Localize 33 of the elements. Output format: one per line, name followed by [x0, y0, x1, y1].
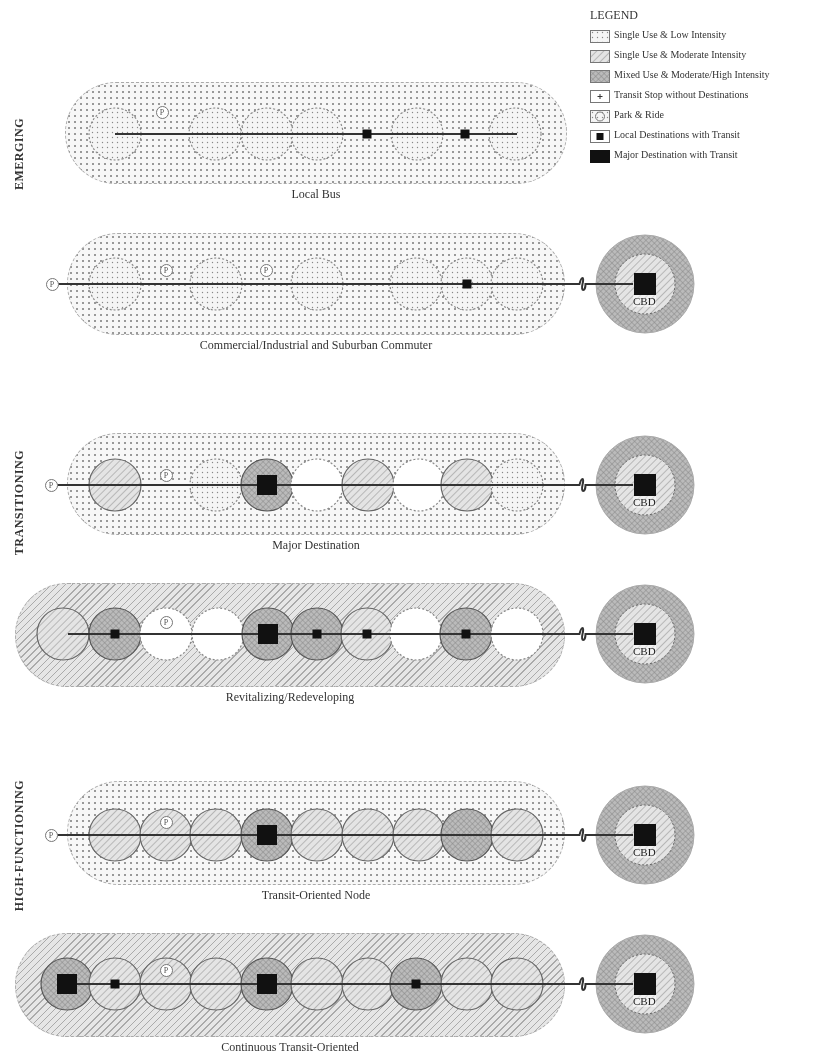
section-label: HIGH-FUNCTIONING	[12, 780, 27, 912]
corridor-caption: Transit-Oriented Node	[260, 888, 372, 903]
park-and-ride-marker: P	[45, 277, 59, 291]
legend-label: Single Use & Moderate Intensity	[614, 49, 747, 60]
transit-connector	[564, 478, 596, 492]
transit-connector	[57, 283, 68, 285]
legend-heading: LEGEND	[590, 8, 638, 23]
corridor-caption: Revitalizing/Redeveloping	[224, 690, 356, 705]
corridor-caption: Major Destination	[271, 538, 361, 553]
legend-label: Park & Ride	[614, 109, 664, 120]
district-label: CBD	[633, 995, 656, 1007]
district-label: CBD	[633, 496, 656, 508]
transit-connector	[564, 977, 596, 991]
legend-label: Local Destinations with Transit	[614, 129, 740, 140]
legend-label: Mixed Use & Moderate/High Intensity	[614, 69, 770, 80]
corridor-caption: Commercial/Industrial and Suburban Commuter	[198, 338, 434, 353]
district-label: CBD	[633, 846, 656, 858]
district-label: CBD	[633, 295, 656, 307]
corridor-caption: Local Bus	[290, 187, 342, 202]
legend-label: Transit Stop without Destinations	[614, 89, 749, 100]
park-and-ride-marker: P	[44, 828, 58, 842]
section-label: TRANSITIONING	[12, 450, 27, 556]
park-and-ride-marker: P	[44, 478, 58, 492]
transit-connector	[56, 834, 68, 836]
section-label: EMERGING	[12, 118, 27, 190]
legend-label: Major Destination with Transit	[614, 149, 738, 160]
transit-connector	[56, 484, 68, 486]
transit-connector	[564, 277, 596, 291]
district-label: CBD	[633, 645, 656, 657]
transit-connector	[564, 828, 596, 842]
legend-label: Single Use & Low Intensity	[614, 29, 727, 40]
transit-connector	[564, 627, 596, 641]
corridor-caption: Continuous Transit-Oriented	[220, 1040, 360, 1055]
